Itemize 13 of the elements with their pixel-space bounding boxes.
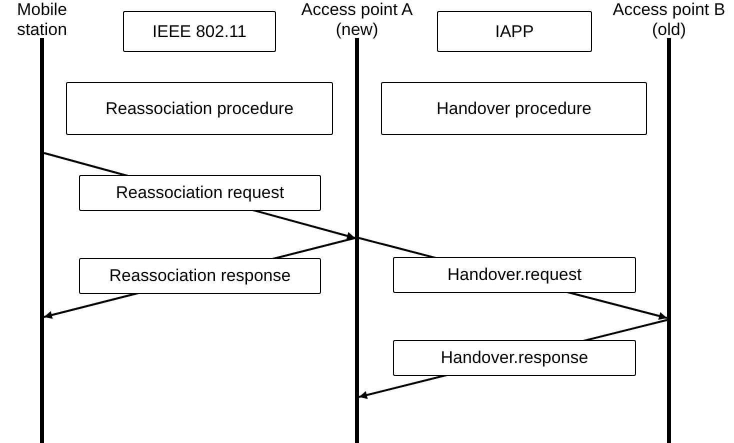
procedure-box: Handover procedure [381,82,647,135]
protocol-box: IEEE 802.11 [123,11,276,52]
message-label: Reassociation response [79,258,321,294]
message-label: Handover.response [393,340,636,376]
protocol-box: IAPP [437,11,592,52]
lifeline-title: Mobile station [16,0,68,40]
lifeline [612,0,726,443]
procedure-box: Reassociation procedure [66,82,333,135]
lifeline-title: Access point B (old) [612,0,726,40]
message-label: Reassociation request [79,175,321,211]
message-label: Handover.request [393,257,636,293]
lifeline [300,0,414,443]
lifeline-title: Access point A (new) [300,0,414,40]
